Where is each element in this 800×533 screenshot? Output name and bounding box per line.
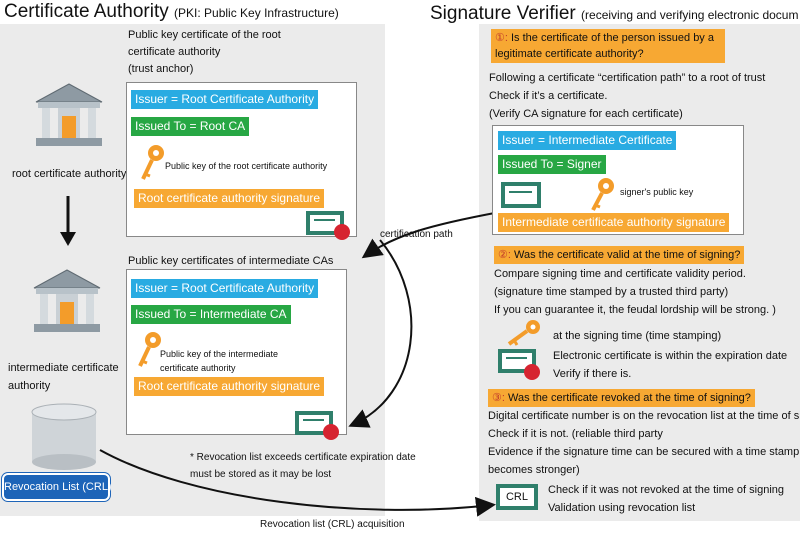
- database-cylinder-icon: [31, 403, 97, 470]
- ca-title: Certificate Authority: [4, 1, 169, 22]
- question-3-body-1: Digital certificate number is on the rev…: [488, 410, 800, 422]
- question-3-body-4: becomes stronger): [488, 464, 580, 476]
- intermediate-issuer-label: Issuer = Root Certificate Authority: [131, 279, 319, 298]
- question-2-cert-text-1: Electronic certificate is within the exp…: [553, 350, 788, 362]
- intermediate-cert-note: Public key certificates of intermediate …: [128, 255, 334, 267]
- signer-issuer-label: Issuer = Intermediate Certificate: [498, 131, 677, 150]
- question-2-line-1: Was the certificate valid at the time of…: [513, 249, 741, 261]
- question-2-key-text: at the signing time (time stamping): [553, 330, 722, 342]
- revocation-note-1: * Revocation list exceeds certificate ex…: [190, 452, 416, 463]
- root-cert-note-2: certificate authority: [128, 46, 221, 58]
- certificate-seal-icon: [295, 411, 339, 440]
- question-1-heading: ①: Is the certificate of the person issu…: [491, 29, 725, 63]
- verifier-title-note: (receiving and verifying electronic docu…: [581, 8, 799, 22]
- crl-certificate-icon: CRL: [496, 484, 538, 510]
- question-1-mark: ①:: [495, 32, 508, 44]
- key-icon: [591, 178, 614, 211]
- ca-title-note: (PKI: Public Key Infrastructure): [174, 6, 339, 20]
- key-icon: [141, 145, 164, 180]
- question-2-heading: ②: Was the certificate valid at the time…: [494, 246, 745, 264]
- root-issued-to-label: Issued To = Root CA: [131, 117, 250, 136]
- question-1-body-2: Check if it’s a certificate.: [489, 90, 608, 102]
- root-cert-note-3: (trust anchor): [128, 63, 194, 75]
- intermediate-ca-label-2: authority: [8, 380, 51, 392]
- intermediate-key-caption-1: Public key of the intermediate: [160, 349, 279, 359]
- question-3-body-3: Evidence if the signature time can be se…: [488, 446, 800, 458]
- electronic-certificate-icon: [501, 182, 541, 208]
- certificate-authority-heading: Certificate Authority (PKI: Public Key I…: [4, 1, 339, 23]
- root-key-caption: Public key of the root certificate autho…: [165, 161, 328, 171]
- question-1-body-3: (Verify CA signature for each certificat…: [489, 108, 683, 120]
- signature-verifier-heading: Signature Verifier (receiving and verify…: [430, 3, 798, 25]
- intermediate-signature-label: Root certificate authority signature: [134, 377, 325, 396]
- bank-building-icon: [35, 83, 103, 146]
- certificate-seal-icon: [498, 349, 540, 380]
- signature-verifier-panel: [479, 24, 800, 521]
- signer-signature-label: Intermediate certificate authority signa…: [498, 213, 730, 232]
- certificate-seal-icon: [306, 211, 350, 240]
- certification-path-label: certification path: [380, 229, 453, 240]
- signer-issued-to-label: Issued To = Signer: [498, 155, 606, 174]
- question-1-body-1: Following a certificate “certification p…: [489, 72, 766, 84]
- signer-key-caption: signer's public key: [620, 187, 694, 197]
- question-3-line-1: Was the certificate revoked at the time …: [507, 392, 751, 404]
- question-3-heading: ③: Was the certificate revoked at the ti…: [488, 389, 755, 407]
- question-1-line-1: Is the certificate of the person issued …: [510, 32, 714, 44]
- question-2-cert-text-2: Verify if there is.: [553, 368, 632, 380]
- intermediate-ca-label-1: intermediate certificate: [8, 362, 119, 374]
- down-arrow-icon: [60, 196, 76, 246]
- intermediate-key-caption-2: certificate authority: [160, 363, 236, 373]
- question-2-body-3: If you can guarantee it, the feudal lord…: [494, 304, 776, 316]
- question-3-body-2: Check if it is not. (reliable third part…: [488, 428, 663, 440]
- root-issuer-label: Issuer = Root Certificate Authority: [131, 90, 319, 109]
- question-3-crl-text-2: Validation using revocation list: [548, 502, 696, 514]
- key-icon: [138, 332, 161, 367]
- question-3-crl-text-1: Check if it was not revoked at the time …: [548, 484, 785, 496]
- revocation-note-2: must be stored as it may be lost: [190, 469, 332, 480]
- question-3-mark: ③:: [492, 392, 505, 404]
- revocation-list-badge: Revocation List (CRL): [4, 475, 112, 499]
- verifier-title: Signature Verifier: [430, 3, 576, 24]
- question-1-line-2: legitimate certificate authority?: [495, 48, 644, 60]
- intermediate-issued-to-label: Issued To = Intermediate CA: [131, 305, 291, 324]
- root-signature-label: Root certificate authority signature: [134, 189, 325, 208]
- root-ca-label: root certificate authority: [12, 168, 127, 180]
- question-2-body-1: Compare signing time and certificate val…: [494, 268, 746, 280]
- root-cert-note-1: Public key certificate of the root: [128, 29, 281, 41]
- bank-building-icon: [33, 269, 101, 332]
- question-2-mark: ②:: [498, 249, 511, 261]
- timestamp-key-icon: [507, 320, 540, 346]
- crl-icon-label: CRL: [500, 488, 534, 506]
- crl-acquisition-label: Revocation list (CRL) acquisition: [260, 519, 405, 530]
- question-2-body-2: (signature time stamped by a trusted thi…: [494, 286, 729, 298]
